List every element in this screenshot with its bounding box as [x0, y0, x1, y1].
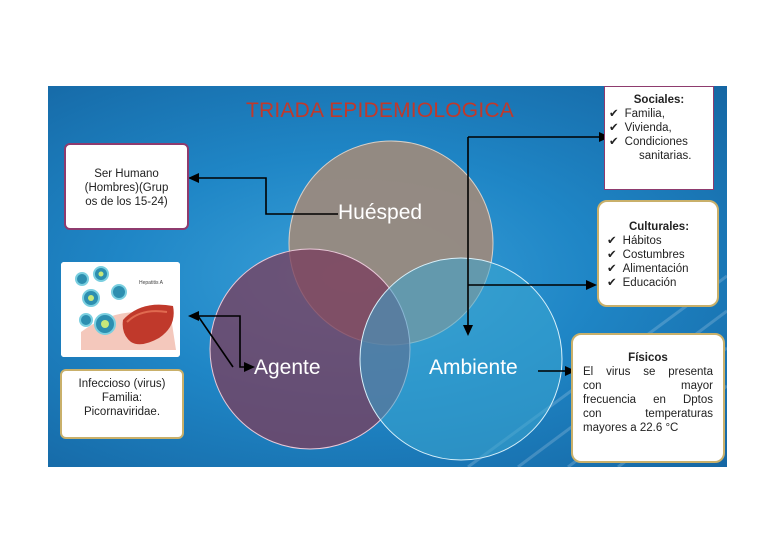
label-huesped: Huésped — [338, 201, 423, 224]
checkmark-icon: ✔ — [607, 235, 617, 247]
fisicos-line-2: con mayor — [583, 380, 713, 392]
checkmark-icon: ✔ — [607, 263, 617, 275]
list-item: ✔Familia, — [609, 108, 665, 120]
checkmark-icon: ✔ — [607, 277, 617, 289]
sociales-list: ✔Familia, ✔Vivienda, ✔Condiciones sanita… — [609, 107, 709, 163]
list-item: ✔Educación — [607, 277, 677, 289]
culturales-list: ✔Hábitos ✔Costumbres ✔Alimentación ✔Educ… — [607, 234, 711, 290]
virus-liver-illustration — [61, 262, 180, 357]
list-item: ✔Alimentación — [607, 263, 689, 275]
ambiente-circle — [359, 257, 563, 461]
agent-line-3: Picornaviridae. — [83, 406, 161, 418]
hepatitis-image: Hepatitis A — [61, 262, 180, 357]
arrow-stem — [463, 325, 473, 336]
arrow-human — [188, 173, 199, 183]
venn-diagram — [188, 132, 610, 461]
label-ambiente: Ambiente — [429, 356, 518, 379]
checkmark-icon: ✔ — [609, 108, 619, 120]
human-line-2: (Hombres)(Grup — [84, 182, 169, 194]
checkmark-icon: ✔ — [609, 122, 619, 134]
sociales-heading: Sociales: — [633, 94, 685, 106]
agent-line-1: Infeccioso (virus) — [78, 378, 166, 390]
fisicos-line-3: frecuencia en Dptos — [583, 394, 713, 406]
fisicos-line-4: con temperaturas — [583, 408, 713, 420]
list-item: sanitarias. — [639, 150, 692, 162]
sociales-box: Sociales: ✔Familia, ✔Vivienda, ✔Condicio… — [604, 86, 714, 190]
fisicos-line-5: mayores a 22.6 °C — [583, 422, 679, 434]
agent-box: Infeccioso (virus) Familia: Picornavirid… — [60, 369, 184, 439]
human-line-3: os de los 15-24) — [85, 196, 168, 208]
list-item: ✔Condiciones — [609, 136, 688, 148]
fisicos-box: Físicos El virus se presenta con mayor f… — [571, 333, 725, 463]
culturales-heading: Culturales: — [628, 221, 690, 233]
list-item: ✔Costumbres — [607, 249, 685, 261]
checkmark-icon: ✔ — [607, 249, 617, 261]
diagram-title: TRIADA EPIDEMIOLOGICA — [246, 99, 514, 122]
human-line-1: Ser Humano — [94, 168, 159, 180]
arrow-agente — [244, 362, 255, 372]
label-agente: Agente — [254, 356, 321, 379]
fisicos-heading: Físicos — [628, 352, 668, 364]
list-item: ✔Hábitos — [607, 235, 662, 247]
agent-line-2: Familia: — [101, 392, 143, 404]
image-label: Hepatitis A — [139, 280, 163, 286]
arrow-agente-img — [188, 311, 199, 321]
human-box: Ser Humano (Hombres)(Grup os de los 15-2… — [64, 143, 189, 230]
connector-huesped — [198, 177, 338, 215]
arrow-culturales — [586, 280, 597, 290]
checkmark-icon: ✔ — [609, 136, 619, 148]
list-item: ✔Vivienda, — [609, 122, 672, 134]
culturales-box: Culturales: ✔Hábitos ✔Costumbres ✔Alimen… — [597, 200, 719, 307]
fisicos-line-1: El virus se presenta — [583, 366, 713, 378]
arrow-fisicos — [565, 366, 576, 376]
connector-agente — [196, 315, 246, 368]
